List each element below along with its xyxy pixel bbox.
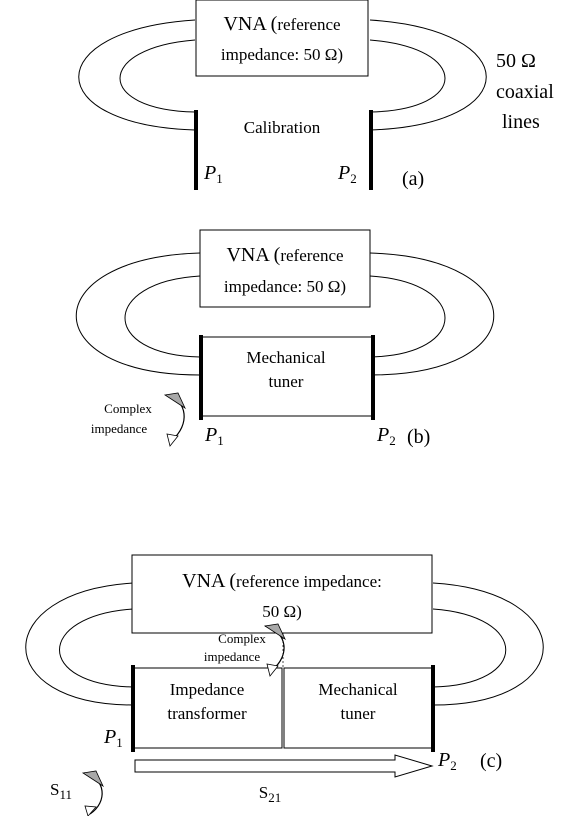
vna-reference-impedance: impedance: 50 Ω) [221,45,343,64]
vna-box [131,554,433,634]
vna-box [199,229,371,308]
panel-b: VNA (reference impedance: 50 Ω) Mechanic… [75,229,495,448]
calibration-label: Calibration [244,118,321,137]
coax-line-left-inner [119,39,196,113]
coax-line-right-inner [369,39,446,113]
panel-tag-c: (c) [480,750,502,772]
p1-label: P1 [103,726,123,750]
s11-label: S11 [50,780,72,802]
curved-arrow-icon [263,623,286,677]
mechanical-tuner-box [200,336,373,417]
tuner-label-line1: Mechanical [246,348,326,367]
panel-c: VNA (reference impedance: 50 Ω) Impedanc… [25,554,544,816]
vna-reference-impedance: 50 Ω) [262,602,302,621]
complex-impedance-label-line1: Complex [104,401,152,416]
p1-label: P1 [203,162,223,186]
coax-line-right-inner [432,608,506,688]
s11-curved-arrow-icon [81,770,104,816]
p2-label: P2 [437,749,457,773]
impedance-transformer-box [132,667,283,749]
cable-label-coaxial: coaxial [496,81,554,103]
coax-line-right-outer [369,19,487,131]
p2-label: P2 [337,162,357,186]
vna-box [195,0,369,77]
vna-label: VNA (reference [226,244,343,266]
coax-line-right-inner [369,275,446,358]
tuner-label-line2: tuner [269,372,304,391]
s21-label: S21 [259,783,281,805]
panel-tag-b: (b) [407,426,430,448]
cable-label-lines: lines [502,111,540,133]
coax-line-right-outer [369,252,495,376]
complex-impedance-label-line2: impedance [91,421,148,436]
coax-line-left-inner [124,275,201,358]
panel-tag-a: (a) [402,168,424,190]
tuner-label-line2: tuner [341,704,376,723]
tuner-label-line1: Mechanical [318,680,398,699]
curved-arrow-icon [163,392,186,447]
panel-a: VNA (reference impedance: 50 Ω) Calibrat… [78,0,554,190]
s21-arrow-icon [134,754,434,778]
coax-line-left-outer [25,582,134,706]
p1-label: P1 [204,424,224,448]
vna-reference-impedance: impedance: 50 Ω) [224,277,346,296]
p2-label: P2 [376,424,396,448]
transformer-label-line1: Impedance [170,680,245,699]
cable-label-impedance: 50 Ω [496,50,536,72]
coax-line-right-outer [432,582,544,706]
complex-impedance-label-line2: impedance [204,649,261,664]
complex-impedance-label-line1: Complex [218,631,266,646]
vna-label: VNA (reference [223,13,340,35]
coax-line-left-outer [75,252,201,376]
transformer-label-line2: transformer [167,704,247,723]
vna-label: VNA (reference impedance: [182,570,382,592]
coax-line-left-inner [59,608,134,688]
mechanical-tuner-box [283,667,434,749]
coax-line-left-outer [78,19,196,131]
